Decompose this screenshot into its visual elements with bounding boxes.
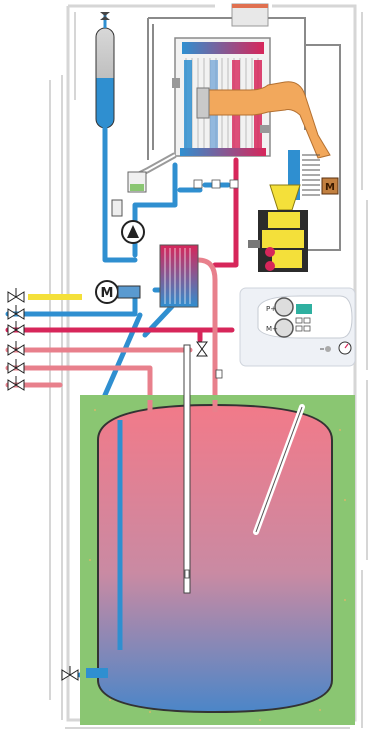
control-knob-bottom-label: M+ bbox=[266, 325, 278, 333]
flow-sensor-icon bbox=[193, 179, 239, 189]
control-knob-top-label: P+ bbox=[266, 305, 276, 313]
sensor-tip-icon bbox=[184, 569, 190, 579]
diverter-motor-label: M bbox=[101, 286, 114, 301]
valve-icon-4 bbox=[7, 359, 25, 374]
anode-outline bbox=[255, 406, 303, 533]
valve-icon-3 bbox=[7, 341, 25, 356]
pressure-gauge-icon bbox=[338, 341, 352, 355]
expansion-vessel bbox=[95, 12, 115, 129]
fan-assembly bbox=[269, 150, 320, 222]
grass-speckles bbox=[89, 409, 346, 721]
hot-pipes bbox=[5, 157, 239, 343]
plate-heat-exchanger bbox=[159, 244, 199, 308]
tank-inlet-pipes bbox=[117, 400, 218, 650]
reset-button[interactable] bbox=[325, 346, 331, 352]
temperature-sensor-pocket bbox=[183, 344, 191, 594]
diverter-motor: M bbox=[95, 280, 141, 304]
boiler-casing bbox=[49, 4, 368, 729]
tank-sensor-icon bbox=[215, 369, 223, 379]
service-valves[interactable] bbox=[7, 288, 25, 391]
gas-motor-label: M bbox=[325, 182, 335, 193]
control-knob-bottom[interactable] bbox=[274, 318, 294, 338]
filter-icon bbox=[111, 199, 123, 217]
safety-valve-icon bbox=[196, 341, 208, 357]
tank-outlet-stub bbox=[86, 668, 108, 678]
flue-outlet bbox=[231, 3, 269, 27]
control-panel[interactable]: P+ M+ bbox=[239, 287, 356, 367]
condensate-trap bbox=[127, 152, 177, 193]
valve-icon-gas bbox=[7, 288, 25, 303]
control-knob-top[interactable] bbox=[274, 297, 294, 317]
gas-motor: M bbox=[321, 177, 339, 195]
burner-head bbox=[196, 87, 210, 119]
control-display bbox=[296, 304, 312, 314]
hot-water-tank bbox=[97, 403, 333, 714]
valve-icon-2 bbox=[7, 321, 25, 336]
gas-valve bbox=[248, 210, 308, 272]
drain-valve-icon[interactable] bbox=[61, 666, 79, 681]
heating-pump-icon bbox=[121, 220, 145, 244]
valve-icon-5 bbox=[7, 376, 25, 391]
burner-flange bbox=[172, 78, 270, 133]
burner-air-duct bbox=[204, 81, 331, 159]
valve-icon-1 bbox=[7, 305, 25, 320]
